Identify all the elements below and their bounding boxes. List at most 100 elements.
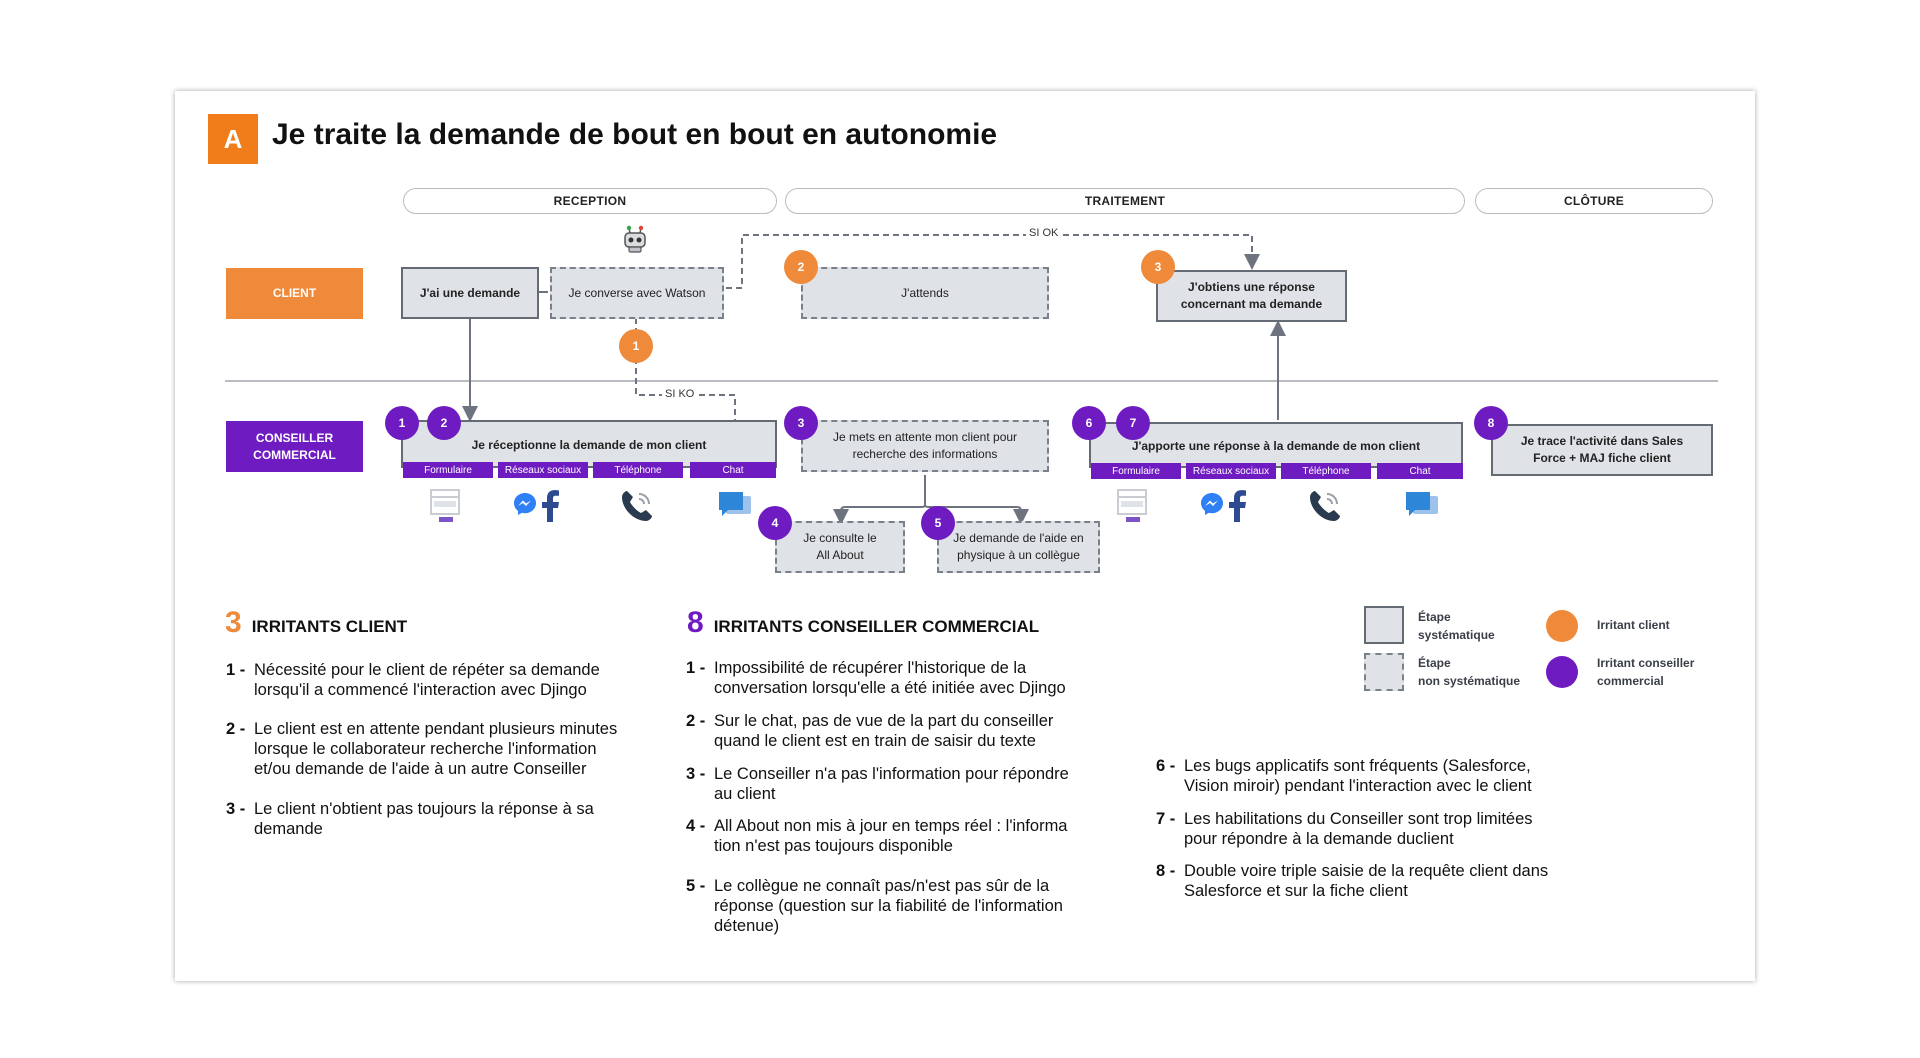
channel-reseaux-sociaux: Réseaux sociaux bbox=[498, 462, 588, 478]
irritant-conseiller-item-3: 3 - Le Conseiller n'a pas l'information … bbox=[686, 764, 1106, 808]
legend-swatch-systematique bbox=[1364, 606, 1404, 644]
client-irritant-marker-2: 2 bbox=[784, 250, 818, 284]
channel-chat-2: Chat bbox=[1377, 463, 1463, 479]
conseiller-irritant-marker-2: 2 bbox=[427, 406, 461, 440]
box-aide-collegue: Je demande de l'aide en physique à un co… bbox=[937, 521, 1100, 573]
box-aide-line2: physique à un collègue bbox=[957, 548, 1080, 562]
channel-chat: Chat bbox=[690, 462, 776, 478]
facebook-icon bbox=[1227, 490, 1247, 522]
conseiller-irritant-marker-4: 4 bbox=[758, 506, 792, 540]
box-trace-line1: Je trace l'activité dans Sales bbox=[1520, 434, 1684, 448]
irritant-conseiller-item-4: 4 - All About non mis à jour en temps ré… bbox=[686, 816, 1106, 860]
channel-telephone-2: Téléphone bbox=[1281, 463, 1371, 479]
role-conseiller: CONSEILLER COMMERCIAL bbox=[226, 421, 363, 472]
messenger-icon bbox=[1200, 492, 1224, 516]
item-text: Le collègue ne connaît pas/n'est pas sûr… bbox=[714, 877, 1063, 935]
irritant-conseiller-item-7: 7 - Les habilitations du Conseiller sont… bbox=[1156, 809, 1596, 853]
item-text: Le client est en attente pendant plusieu… bbox=[254, 720, 618, 778]
item-number: 7 - bbox=[1156, 810, 1176, 828]
box-watson: Je converse avec Watson bbox=[550, 267, 724, 319]
irritant-client-item-1: 1 - Nécessité pour le client de répéter … bbox=[226, 660, 646, 704]
chat-icon bbox=[718, 489, 752, 521]
irritant-conseiller-item-6: 6 - Les bugs applicatifs sont fréquents … bbox=[1156, 756, 1596, 800]
box-apporte-reponse: J'apporte une réponse à la demande de mo… bbox=[1089, 422, 1463, 468]
channel-formulaire-2: Formulaire bbox=[1091, 463, 1181, 479]
legend-marker-irritant-conseiller bbox=[1546, 656, 1578, 688]
form-icon bbox=[1117, 489, 1147, 523]
box-mise-en-attente: Je mets en attente mon client pour reche… bbox=[801, 420, 1049, 472]
chat-icon bbox=[1405, 489, 1439, 521]
item-number: 8 - bbox=[1156, 862, 1176, 880]
box-consulte-line1: Je consulte le bbox=[803, 531, 877, 545]
item-text: Sur le chat, pas de vue de la part du co… bbox=[714, 712, 1054, 750]
robot-icon bbox=[621, 224, 649, 254]
box-demande: J'ai une demande bbox=[401, 267, 539, 319]
edge-si-ok bbox=[726, 234, 1260, 289]
irritant-client-item-3: 3 - Le client n'obtient pas toujours la … bbox=[226, 799, 646, 843]
item-text: Le Conseiller n'a pas l'information pour… bbox=[714, 765, 1069, 803]
phone-icon bbox=[620, 489, 654, 523]
channel-formulaire: Formulaire bbox=[403, 462, 493, 478]
item-number: 2 - bbox=[226, 720, 246, 738]
item-number: 6 - bbox=[1156, 757, 1176, 775]
irritant-conseiller-item-2: 2 - Sur le chat, pas de vue de la part d… bbox=[686, 711, 1106, 755]
item-number: 2 - bbox=[686, 712, 706, 730]
box-attends: J'attends bbox=[801, 267, 1049, 319]
legend-irritant-client: Irritant client bbox=[1597, 618, 1670, 632]
conseiller-irritant-marker-6: 6 bbox=[1072, 406, 1106, 440]
label-si-ko: SI KO bbox=[662, 388, 698, 400]
item-number: 3 - bbox=[686, 765, 706, 783]
item-number: 5 - bbox=[686, 877, 706, 895]
client-irritant-marker-3: 3 bbox=[1141, 250, 1175, 284]
irritants-conseiller-title: IRRITANTS CONSEILLER COMMERCIAL bbox=[713, 617, 1040, 636]
item-text: All About non mis à jour en temps réel :… bbox=[714, 817, 1068, 855]
legend-marker-irritant-client bbox=[1546, 610, 1578, 642]
phone-icon bbox=[1308, 489, 1342, 523]
item-text: Impossibilité de récupérer l'historique … bbox=[714, 659, 1066, 697]
conseiller-irritant-marker-1: 1 bbox=[385, 406, 419, 440]
edge-attente-branch bbox=[833, 475, 926, 525]
item-text: Double voire triple saisie de la requête… bbox=[1184, 862, 1549, 900]
box-obtiens-reponse: J'obtiens une réponse concernant ma dema… bbox=[1156, 270, 1347, 322]
box-attente-line2: recherche des informations bbox=[852, 447, 998, 461]
channel-reseaux-sociaux-2: Réseaux sociaux bbox=[1186, 463, 1276, 479]
box-aide-line1: Je demande de l'aide en bbox=[953, 531, 1084, 545]
item-number: 1 - bbox=[686, 659, 706, 677]
irritant-conseiller-item-5: 5 - Le collègue ne connaît pas/n'est pas… bbox=[686, 876, 1106, 940]
role-conseiller-line2: COMMERCIAL bbox=[253, 447, 336, 462]
channel-telephone: Téléphone bbox=[593, 462, 683, 478]
box-trace-activite: Je trace l'activité dans Sales Force + M… bbox=[1491, 424, 1713, 476]
label-si-ok: SI OK bbox=[1026, 227, 1062, 239]
page-title: Je traite la demande de bout en bout en … bbox=[272, 118, 998, 151]
form-icon bbox=[430, 489, 460, 523]
item-number: 3 - bbox=[226, 800, 246, 818]
messenger-icon bbox=[513, 492, 537, 516]
phase-traitement: TRAITEMENT bbox=[785, 188, 1465, 214]
irritants-conseiller-count: 8 bbox=[687, 606, 704, 639]
irritant-conseiller-item-1: 1 - Impossibilité de récupérer l'histori… bbox=[686, 658, 1106, 702]
item-text: Le client n'obtient pas toujours la répo… bbox=[254, 800, 594, 838]
role-conseiller-line1: CONSEILLER bbox=[255, 430, 334, 445]
irritants-client-heading: 3 IRRITANTS CLIENT bbox=[225, 606, 407, 640]
conseiller-irritant-marker-3: 3 bbox=[784, 406, 818, 440]
box-consulte-all-about: Je consulte le All About bbox=[775, 521, 905, 573]
item-text: Les bugs applicatifs sont fréquents (Sal… bbox=[1184, 757, 1532, 795]
item-text: Les habilitations du Conseiller sont tro… bbox=[1184, 810, 1533, 848]
conseiller-irritant-marker-8: 8 bbox=[1474, 406, 1508, 440]
irritants-client-count: 3 bbox=[225, 606, 242, 639]
client-irritant-marker-1: 1 bbox=[619, 329, 653, 363]
title-badge: A bbox=[208, 114, 258, 164]
box-attente-line1: Je mets en attente mon client pour bbox=[832, 430, 1018, 444]
box-obtiens-line1: J'obtiens une réponse bbox=[1188, 280, 1315, 294]
item-number: 4 - bbox=[686, 817, 706, 835]
irritant-client-item-2: 2 - Le client est en attente pendant plu… bbox=[226, 719, 646, 783]
item-number: 1 - bbox=[226, 661, 246, 679]
box-receptionne: Je réceptionne la demande de mon client bbox=[401, 420, 777, 468]
irritants-conseiller-heading: 8 IRRITANTS CONSEILLER COMMERCIAL bbox=[687, 606, 1039, 640]
box-obtiens-line2: concernant ma demande bbox=[1180, 297, 1323, 311]
legend-swatch-non-systematique bbox=[1364, 653, 1404, 691]
irritant-conseiller-item-8: 8 - Double voire triple saisie de la req… bbox=[1156, 861, 1596, 905]
